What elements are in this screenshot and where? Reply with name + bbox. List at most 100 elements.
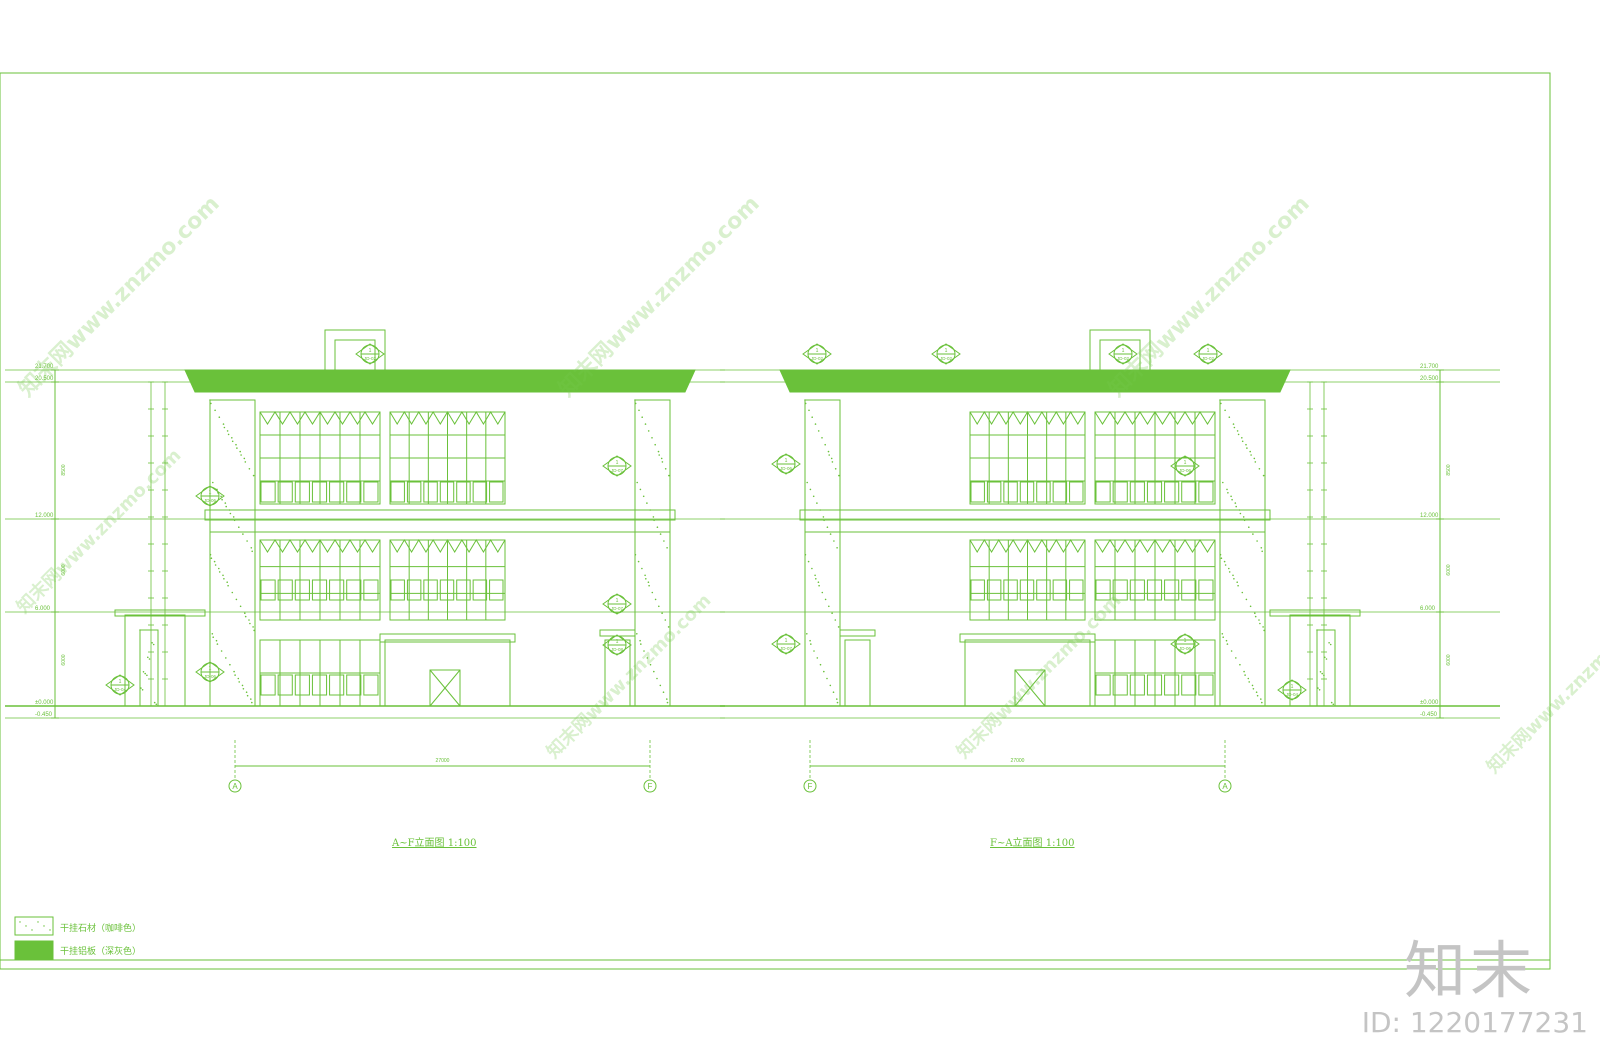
- stone-speck: [660, 457, 663, 460]
- stone-speck: [244, 615, 247, 618]
- annex-pier: [1316, 629, 1336, 707]
- callout-marker: [602, 455, 632, 477]
- stone-speck: [814, 574, 816, 577]
- stone-speck: [141, 689, 144, 691]
- stone-speck: [1226, 643, 1229, 645]
- stone-speck: [1260, 547, 1263, 549]
- callout-code: JD-04: [1286, 692, 1299, 697]
- roof-parapet: [779, 369, 1291, 393]
- vent-slat: [363, 674, 379, 696]
- stone-speck: [240, 454, 242, 456]
- stone-speck: [226, 430, 229, 432]
- stone-speck: [239, 605, 242, 608]
- stone-speck: [1252, 533, 1254, 535]
- stone-speck: [1220, 402, 1222, 405]
- elevation-label: 6.000: [1420, 606, 1436, 612]
- stone-speck: [821, 591, 824, 594]
- stone-speck: [232, 516, 235, 518]
- stone-speck: [236, 447, 238, 449]
- stone-speck: [1262, 474, 1265, 477]
- annex-pier: [139, 629, 159, 707]
- stone-speck: [661, 612, 663, 614]
- stone-speck: [229, 512, 232, 515]
- vent-slat: [489, 481, 504, 503]
- stone-speck: [242, 533, 244, 535]
- vent-slat: [1019, 481, 1035, 503]
- triangle-frieze: [259, 411, 381, 425]
- stone-speck: [234, 674, 236, 676]
- vent-slat: [1019, 579, 1035, 601]
- stone-speck: [830, 457, 833, 460]
- stone-speck: [226, 581, 228, 583]
- callout-number: 1: [785, 458, 788, 464]
- roof-parapet: [184, 369, 696, 393]
- vent-slat: [986, 579, 1002, 601]
- stone-speck: [227, 433, 230, 436]
- stone-speck: [641, 416, 643, 419]
- stone-speck: [1233, 426, 1236, 429]
- stone-speck: [1256, 694, 1259, 697]
- callout-number: 1: [1122, 348, 1125, 354]
- stone-speck: [1235, 505, 1237, 508]
- vent-slat: [1129, 579, 1145, 601]
- vent-slat: [1181, 579, 1197, 601]
- callout-marker: [195, 661, 225, 683]
- vent-slat: [329, 579, 345, 601]
- stone-speck: [637, 560, 640, 563]
- stone-speck: [821, 437, 823, 439]
- vent-slat: [1069, 481, 1084, 503]
- stone-speck: [667, 626, 670, 628]
- stone-speck: [1248, 681, 1250, 683]
- stone-speck: [824, 598, 827, 601]
- stone-speck: [214, 409, 216, 412]
- vent-slat: [1003, 579, 1018, 601]
- stone-speck: [644, 423, 647, 425]
- stone-speck: [815, 578, 817, 580]
- floor-cornice: [804, 519, 1266, 533]
- stone-speck: [1228, 567, 1230, 570]
- vent-slat: [363, 481, 379, 503]
- stone-speck: [212, 636, 214, 638]
- stone-speck: [212, 481, 214, 484]
- stone-speck: [142, 671, 145, 673]
- stone-speck: [238, 526, 240, 528]
- door-leaf: [1014, 669, 1046, 707]
- stone-speck: [822, 516, 825, 518]
- door-leaf: [429, 669, 461, 707]
- stone-column-right: [804, 399, 841, 707]
- stone-speck: [1230, 650, 1233, 652]
- triangle-frieze: [1094, 539, 1216, 553]
- vent-slat: [1112, 579, 1128, 601]
- stone-speck: [1230, 495, 1232, 498]
- vent-slat: [294, 674, 310, 696]
- stone-speck: [831, 612, 833, 614]
- legend-stone-label: 干挂石材（咖啡色）: [60, 924, 142, 934]
- stone-speck: [640, 643, 642, 645]
- stone-column-right: [634, 399, 671, 707]
- stone-speck: [1329, 643, 1332, 646]
- triangle-frieze: [969, 411, 1086, 425]
- triangle-frieze: [259, 539, 381, 553]
- stone-speck: [1226, 488, 1228, 491]
- callout-number: 1: [1291, 684, 1294, 690]
- stone-dot: [31, 929, 33, 931]
- axis-label: A: [232, 782, 238, 791]
- stone-speck: [1254, 615, 1257, 618]
- stone-speck: [827, 450, 830, 453]
- vent-slat: [970, 481, 985, 503]
- vent-slat: [1003, 481, 1018, 503]
- rooftop-door: [1099, 339, 1141, 371]
- stone-speck: [239, 450, 241, 453]
- stone-speck: [1242, 516, 1245, 518]
- stone-column-left: [209, 399, 256, 707]
- stone-speck: [220, 650, 223, 652]
- stone-speck: [224, 502, 227, 504]
- stone-speck: [1237, 433, 1240, 436]
- stone-speck: [229, 663, 231, 666]
- callout-number: 1: [119, 679, 122, 685]
- stone-speck: [227, 584, 229, 587]
- axis-dimension-label: 27000: [1011, 758, 1025, 764]
- stone-speck: [250, 698, 252, 700]
- stone-speck: [146, 674, 148, 677]
- stone-speck: [231, 591, 234, 594]
